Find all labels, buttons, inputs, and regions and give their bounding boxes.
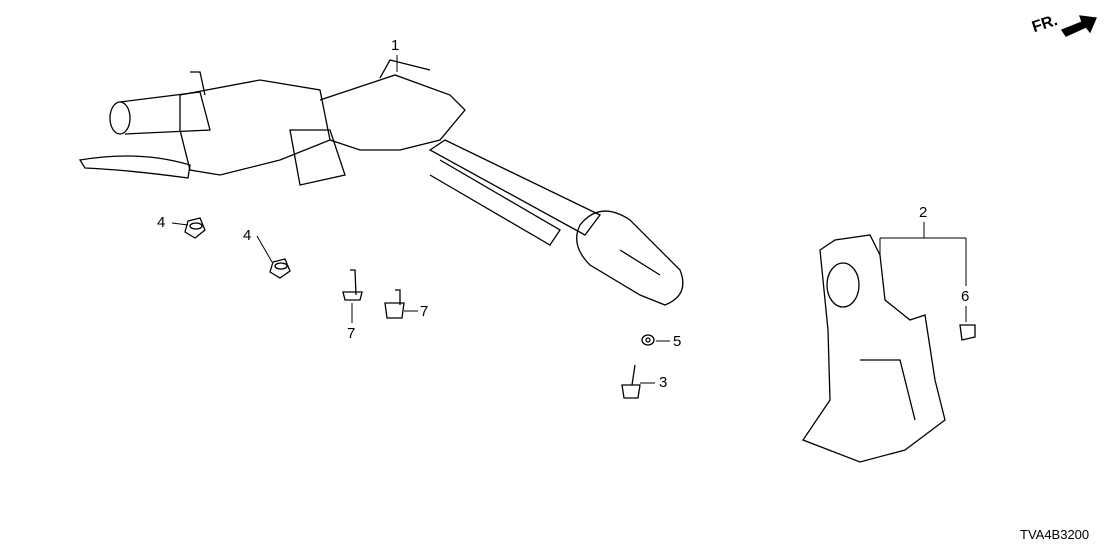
diagram-code: TVA4B3200	[1020, 527, 1090, 542]
callout-4b: 4	[243, 227, 252, 244]
callout-3: 3	[659, 374, 668, 391]
callout-7a: 7	[347, 325, 356, 342]
callout-7b: 7	[420, 303, 429, 320]
leader-lines	[171, 55, 967, 384]
callout-5: 5	[673, 333, 682, 350]
callout-2: 2	[919, 204, 928, 221]
callout-6: 6	[961, 288, 970, 305]
callout-4a: 4	[157, 214, 166, 231]
front-arrow-icon	[1061, 15, 1097, 37]
callout-1: 1	[391, 37, 400, 54]
small-parts-drawing	[184, 217, 976, 399]
column-cover-drawing	[802, 234, 946, 463]
steering-column-drawing	[78, 59, 684, 306]
